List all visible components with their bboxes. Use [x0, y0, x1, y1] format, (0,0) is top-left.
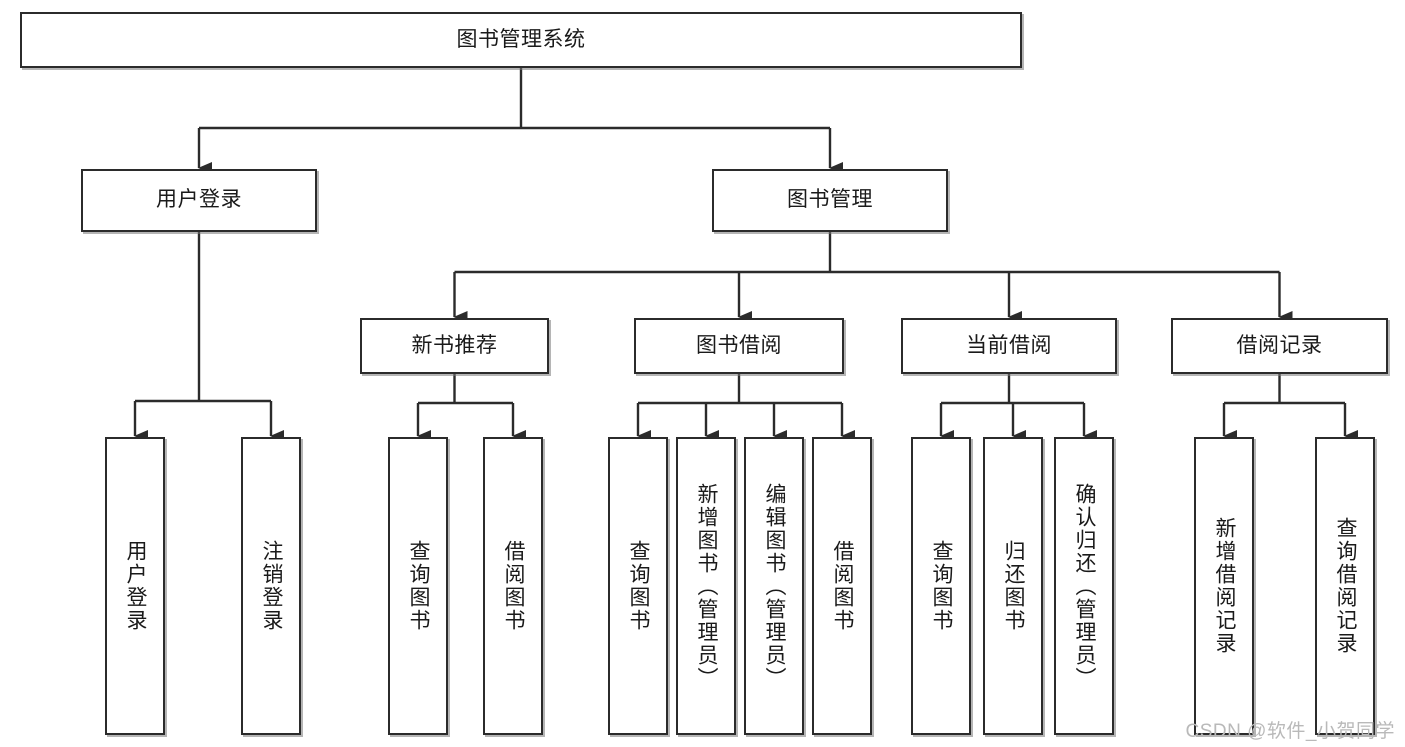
leaf-node-借阅图书-3[interactable]: 借阅图书 — [483, 437, 543, 735]
node-label: 注销登录 — [260, 540, 284, 632]
node-label: 编辑图书（管理员） — [763, 482, 787, 690]
node-label: 借阅图书 — [502, 540, 526, 632]
leaf-node-新增借阅记录-11[interactable]: 新增借阅记录 — [1194, 437, 1254, 735]
node-label: 新书推荐 — [411, 333, 498, 357]
leaf-node-用户登录-0[interactable]: 用户登录 — [105, 437, 165, 735]
leaf-node-查询借阅记录-12[interactable]: 查询借阅记录 — [1315, 437, 1375, 735]
leaf-node-查询图书-2[interactable]: 查询图书 — [388, 437, 448, 735]
root-node-图书管理系统-0[interactable]: 图书管理系统 — [20, 12, 1022, 68]
level2-node-用户登录-0[interactable]: 用户登录 — [81, 169, 317, 232]
node-label: 当前借阅 — [966, 333, 1052, 357]
level2-node-图书管理-1[interactable]: 图书管理 — [712, 169, 948, 232]
node-label: 确认归还（管理员） — [1073, 482, 1097, 690]
node-label: 新增借阅记录 — [1213, 517, 1237, 655]
leaf-node-新增图书管理员-5[interactable]: 新增图书（管理员） — [676, 437, 736, 735]
level3-node-借阅记录-3[interactable]: 借阅记录 — [1171, 318, 1388, 374]
node-label: 图书管理 — [787, 188, 873, 212]
node-label: 用户登录 — [124, 540, 148, 632]
node-label: 查询借阅记录 — [1334, 517, 1358, 655]
level3-node-新书推荐-0[interactable]: 新书推荐 — [360, 318, 549, 374]
node-label: 归还图书 — [1002, 540, 1026, 632]
leaf-node-归还图书-9[interactable]: 归还图书 — [983, 437, 1043, 735]
leaf-node-查询图书-4[interactable]: 查询图书 — [608, 437, 668, 735]
leaf-node-借阅图书-7[interactable]: 借阅图书 — [812, 437, 872, 735]
leaf-node-注销登录-1[interactable]: 注销登录 — [241, 437, 301, 735]
node-label: 图书借阅 — [696, 333, 782, 357]
level3-node-图书借阅-1[interactable]: 图书借阅 — [634, 318, 844, 374]
leaf-node-确认归还管理员-10[interactable]: 确认归还（管理员） — [1054, 437, 1114, 735]
level3-node-当前借阅-2[interactable]: 当前借阅 — [901, 318, 1117, 374]
leaf-node-编辑图书管理员-6[interactable]: 编辑图书（管理员） — [744, 437, 804, 735]
node-label: 查询图书 — [407, 540, 431, 632]
node-label: 查询图书 — [627, 540, 651, 632]
node-label: 借阅记录 — [1236, 333, 1323, 357]
node-label: 查询图书 — [930, 540, 954, 632]
node-label: 新增图书（管理员） — [695, 482, 719, 690]
node-label: 借阅图书 — [831, 540, 855, 632]
node-label: 用户登录 — [156, 188, 242, 212]
leaf-node-查询图书-8[interactable]: 查询图书 — [911, 437, 971, 735]
node-label: 图书管理系统 — [456, 27, 586, 51]
